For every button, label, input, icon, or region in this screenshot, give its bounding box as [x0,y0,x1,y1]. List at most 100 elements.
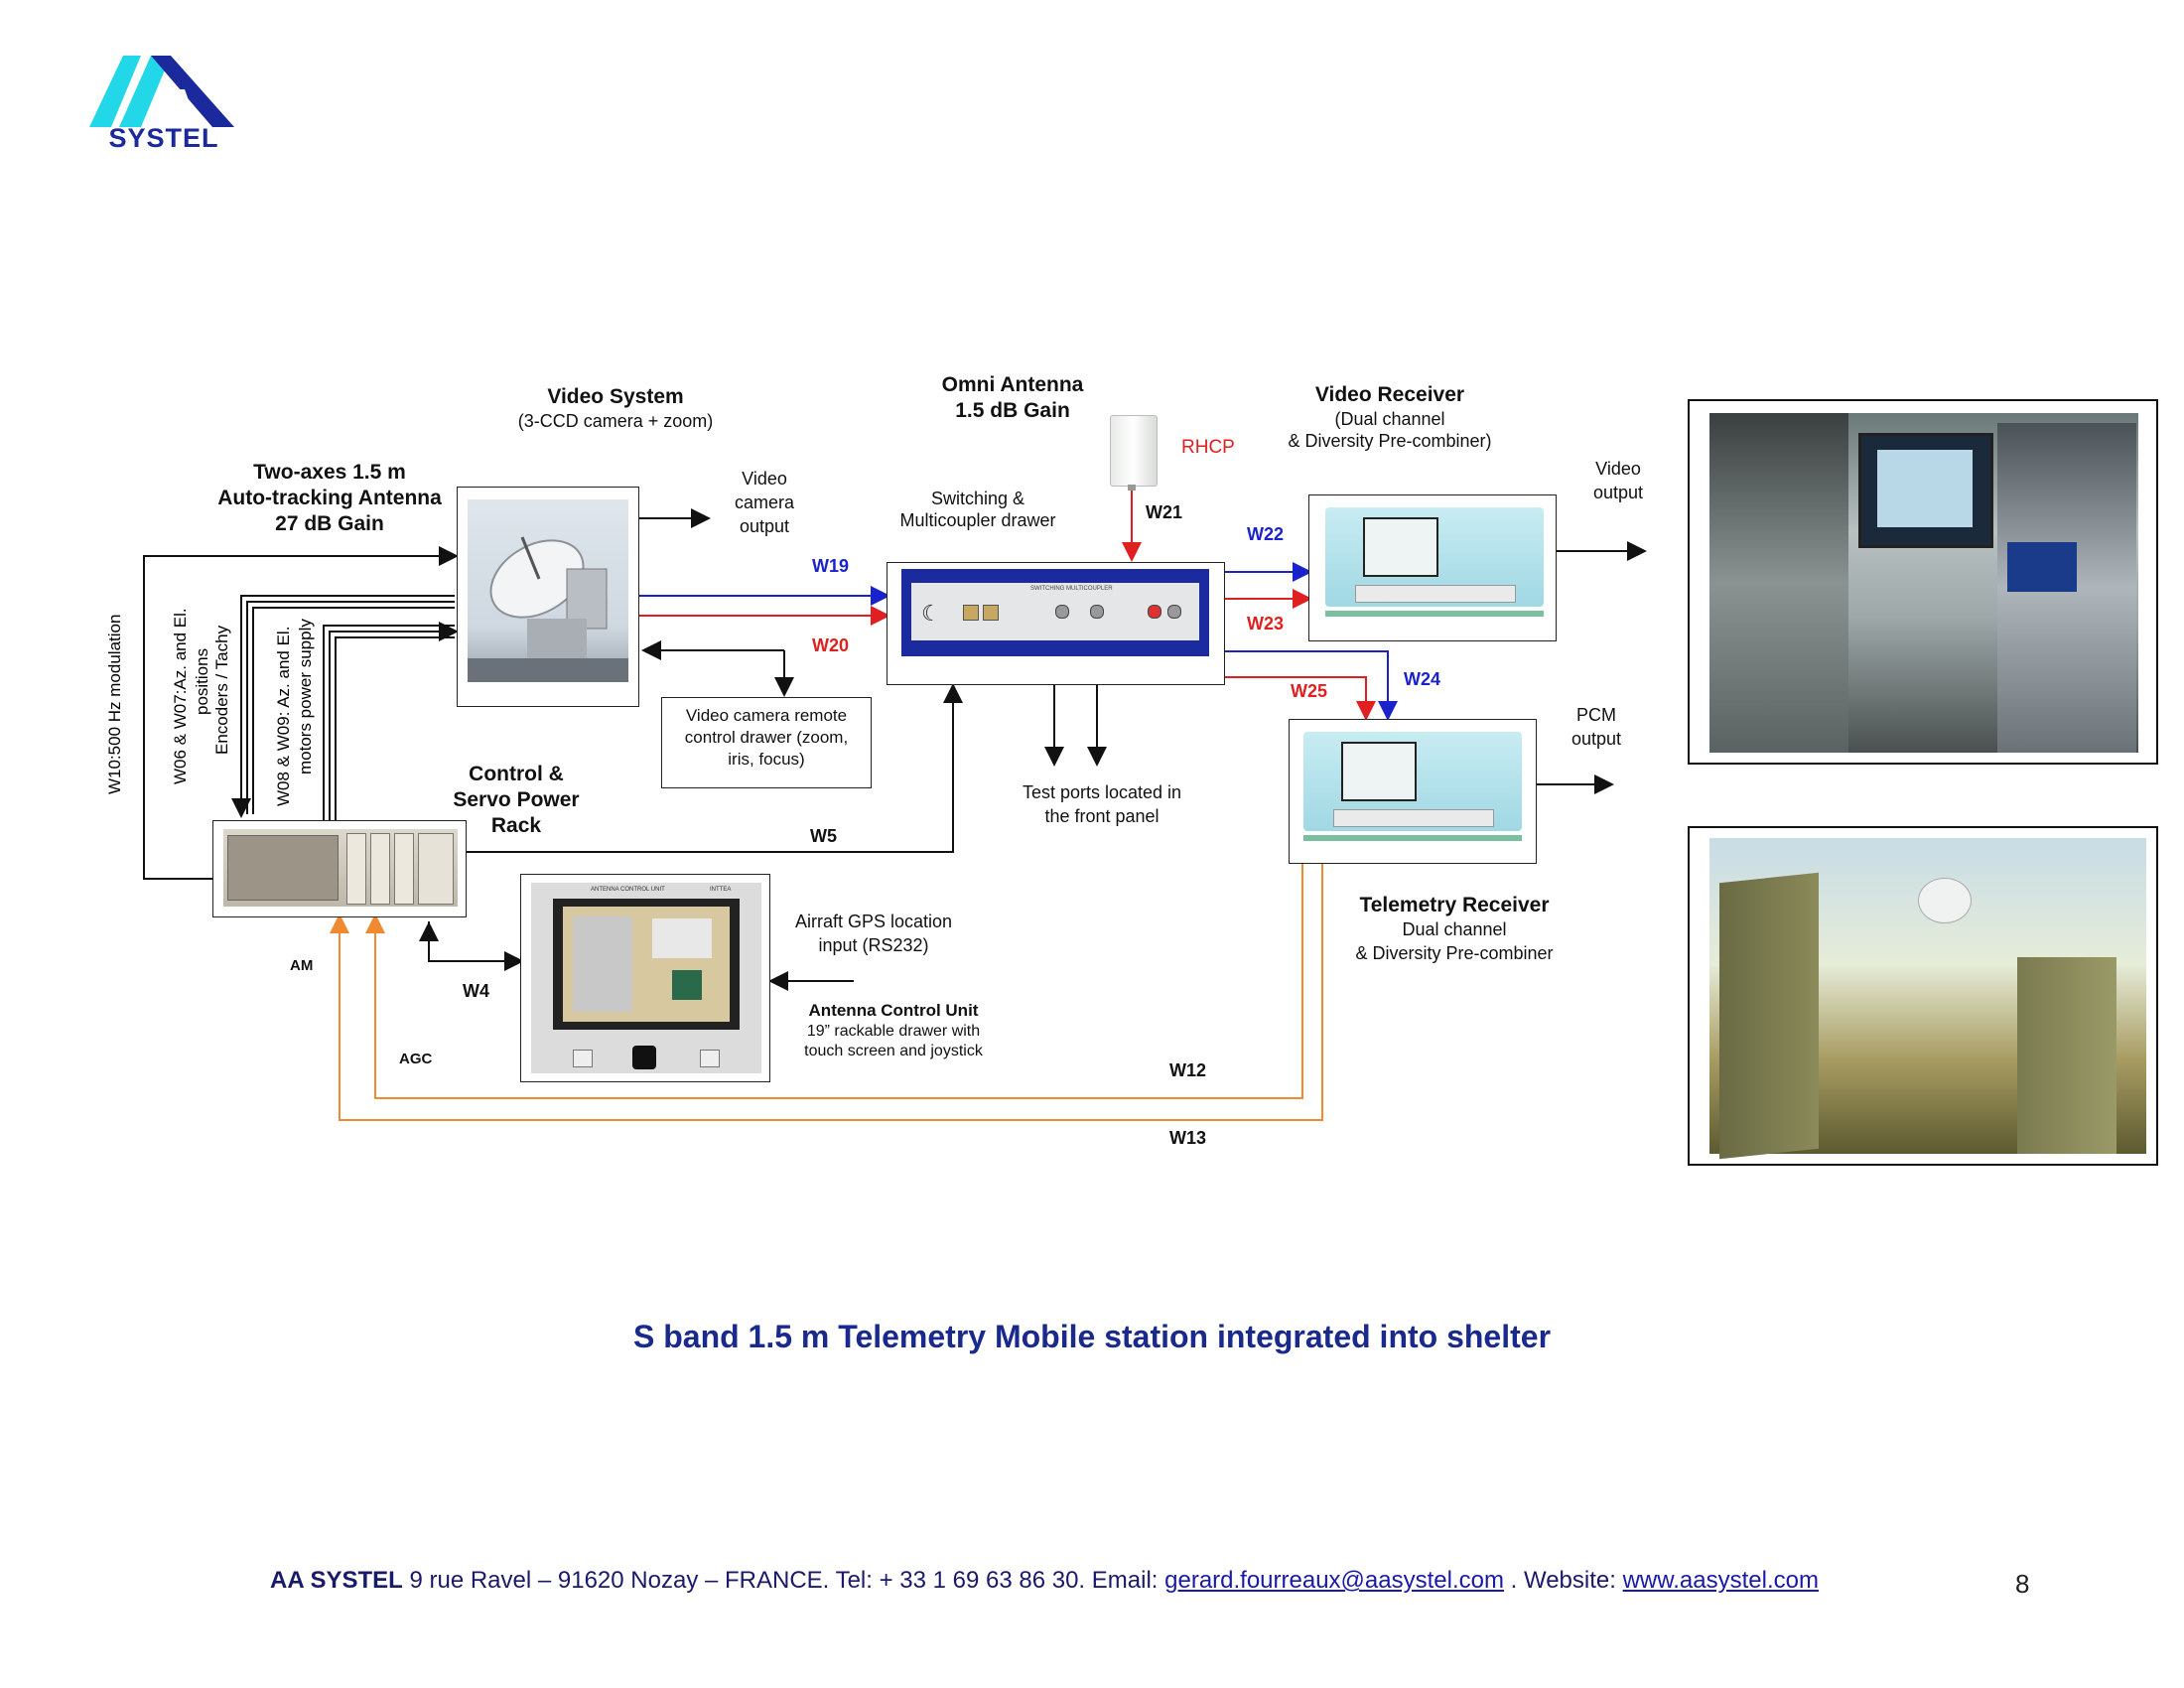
wire-w21: W21 [1146,502,1183,522]
power-switch-icon [700,1050,720,1067]
power-switch-icon [573,1050,593,1067]
footer: AA SYSTEL 9 rue Ravel – 91620 Nozay – FR… [270,1567,1819,1595]
test-ports-1: Test ports located in [1022,782,1182,802]
switch-panel-header: SWITCHING MULTICOUPLER [1030,586,1113,592]
antenna-photo [468,499,628,682]
receiver-screen [1341,742,1417,801]
switching-label-2: Multicoupler drawer [899,510,1056,530]
connector-icon [1148,605,1161,619]
camera-remote-line-2: control drawer (zoom, [684,728,849,747]
switching-drawer-box: SWITCHING MULTICOUPLER ☾ [887,562,1225,685]
footer-address: 9 rue Ravel – 91620 Nozay – FRANCE. Tel:… [402,1567,1165,1594]
wire-w20: W20 [812,635,850,655]
acu-header-1: ANTENNA CONTROL UNIT [591,887,665,893]
acu-sub-1: 19” rackable drawer with [806,1023,981,1040]
video-receiver-photo [1325,507,1544,607]
port-icon [963,605,979,621]
wire-w24: W24 [1404,669,1441,689]
telemetry-sub-2: & Diversity Pre-combiner [1355,943,1554,963]
wire-w13: W13 [1169,1128,1207,1148]
telemetry-receiver-box [1289,719,1537,864]
am-label: AM [290,957,314,974]
shelter-exterior-photo [1709,838,2146,1160]
control-servo-rack-box [212,820,467,917]
moon-logo-icon: ☾ [921,601,941,626]
receiver-keyboard [1355,585,1516,603]
wire-w4: W4 [463,981,489,1001]
shelter-exterior-photo-frame [1688,826,2158,1166]
control-rack-3: Rack [490,814,542,837]
acu-touch-screen [553,899,740,1030]
agc-label: AGC [399,1051,433,1067]
switching-label-1: Switching & [930,489,1025,508]
control-rack-1: Control & [469,763,564,785]
camera-remote-line-3: iris, focus) [728,750,805,769]
w08-label-1: W08 & W09: Az. and El. [274,626,293,806]
connector-icon [1055,605,1069,619]
video-receiver-sub-1: (Dual channel [1334,409,1445,429]
footer-website-label: . Website: [1503,1567,1623,1594]
video-output-2: output [1592,483,1644,502]
video-output-1: Video [1595,459,1641,479]
w08-label-2: motors power supply [296,619,315,774]
connector-icon [1090,605,1104,619]
wire-w22: W22 [1247,524,1285,544]
wire-w12: W12 [1169,1060,1207,1080]
w06-label-2: positions [193,647,211,715]
acu-sub-2: touch screen and joystick [804,1043,983,1059]
acu-photo: ANTENNA CONTROL UNIT INTTEA [531,883,761,1073]
acu-header-2: INTTEA [710,887,732,893]
footer-website-link[interactable]: www.aasystel.com [1622,1567,1819,1594]
w10-label: W10:500 Hz modulation [105,614,124,794]
rhcp-label: RHCP [1181,437,1235,458]
video-system-subtitle: (3-CCD camera + zoom) [517,411,714,431]
video-system-title: Video System [547,385,684,408]
acu-title: Antenna Control Unit [808,1001,979,1020]
receiver-keyboard [1333,809,1494,827]
page-number: 8 [2015,1569,2030,1599]
pcm-output-1: PCM [1576,705,1616,725]
logo-text: SYSTEL [108,123,219,153]
wire-w25: W25 [1291,681,1328,701]
camera-output-3: output [739,516,790,536]
antenna-title-1: Two-axes 1.5 m [253,461,406,484]
company-logo: SYSTEL [89,50,238,153]
pcm-output-2: output [1570,729,1622,749]
connector-icon [1167,605,1181,619]
footer-email-link[interactable]: gerard.fourreaux@aasystel.com [1164,1567,1504,1594]
rack-photo [223,829,458,907]
telemetry-sub-1: Dual channel [1402,919,1507,939]
omni-antenna-mast [1128,485,1136,491]
control-rack-2: Servo Power [453,788,580,811]
antenna-control-unit-box: ANTENNA CONTROL UNIT INTTEA [520,874,770,1082]
receiver-screen [1363,517,1438,577]
telemetry-receiver-photo [1303,732,1522,831]
satellite-dish-icon [468,536,628,682]
test-ports-2: the front panel [1044,806,1160,826]
camera-remote-line-1: Video camera remote [685,706,848,725]
video-receiver-sub-2: & Diversity Pre-combiner) [1288,431,1492,451]
gps-input-2: input (RS232) [818,935,929,955]
video-receiver-title: Video Receiver [1314,383,1465,406]
wire-w19: W19 [812,556,850,576]
omni-antenna [1110,415,1158,487]
joystick-icon [632,1046,656,1069]
camera-output-1: Video [742,469,787,489]
footer-company: AA SYSTEL [270,1567,403,1594]
antenna-title-3: 27 dB Gain [275,512,384,535]
figure-caption: S band 1.5 m Telemetry Mobile station in… [632,1319,1552,1354]
port-icon [983,605,999,621]
camera-output-2: camera [734,492,795,512]
shelter-dish-icon [1918,878,1972,923]
wire-w23: W23 [1247,614,1285,633]
aa-systel-logo-icon [89,56,234,127]
w06-label-1: W06 & W07:Az. and El. [171,608,190,784]
camera-remote-box: Video camera remote control drawer (zoom… [661,697,872,788]
gps-input-1: Airraft GPS location [794,912,953,931]
omni-title-1: Omni Antenna [941,373,1084,396]
video-receiver-box [1308,494,1557,641]
telemetry-title: Telemetry Receiver [1359,894,1550,916]
rack-interior-photo-frame [1688,399,2158,765]
w06-label-3: Encoders / Tachy [212,625,231,755]
